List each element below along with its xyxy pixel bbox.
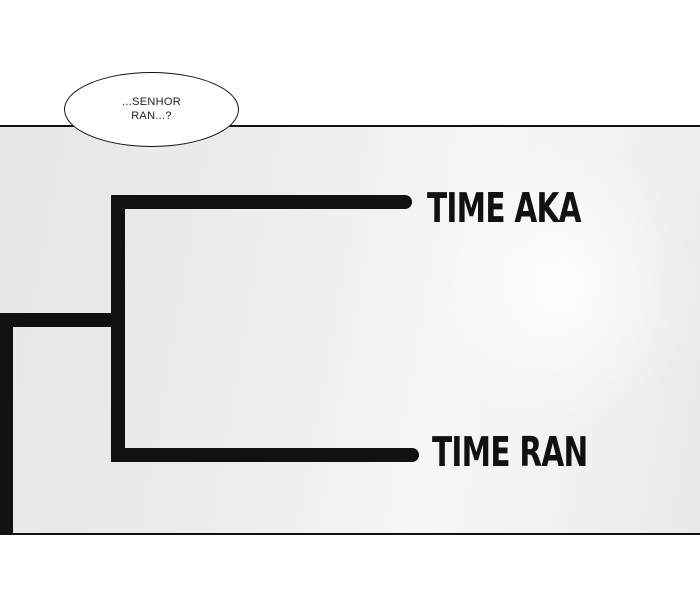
- tournament-bracket: [0, 195, 419, 535]
- panel-light-glow: [426, 137, 696, 437]
- team-aka-label: TIME AKA: [427, 184, 581, 232]
- team-ran-label: TIME RAN: [432, 428, 588, 476]
- bracket-lines: [0, 195, 419, 535]
- speech-bubble: ...SENHOR RAN...?: [64, 72, 239, 147]
- speech-bubble-text: ...SENHOR RAN...?: [122, 95, 181, 122]
- bracket-top-branch: [111, 195, 412, 462]
